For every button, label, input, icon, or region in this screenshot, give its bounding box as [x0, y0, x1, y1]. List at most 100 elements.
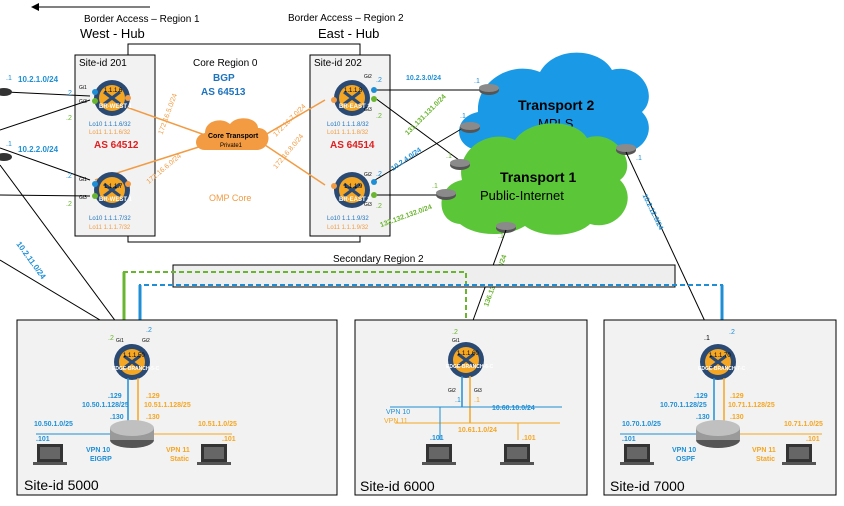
branch6-net11: 10.61.1.0/24 [458, 427, 497, 434]
pc-site7000-b[interactable] [782, 444, 816, 465]
host-ip: .101 [36, 436, 50, 443]
if-label: Gi1 [452, 338, 460, 344]
if-label: .2 [66, 115, 72, 122]
if-label: .1 [6, 75, 12, 82]
if-label: Gi3 [474, 388, 482, 394]
site5000-title: Site-id 5000 [24, 477, 99, 493]
br-west1-lo1: Lo11 1.1.1.6/32 [89, 130, 131, 136]
if-label: Gi1 [116, 338, 124, 344]
br-east1-lo0: Lo10 1.1.1.8/32 [327, 122, 369, 128]
host-ip: .101 [522, 435, 536, 442]
site201-title: Site-id 201 [79, 58, 127, 69]
region1-label: Border Access – Region 1 [84, 14, 200, 25]
pc-site6000-a[interactable] [422, 444, 456, 465]
br-east2-lo1: Lo11 1.1.1.9/32 [327, 225, 369, 231]
branch7-v11-net: 10.71.1.128/25 [728, 402, 775, 409]
link-w2 [0, 99, 91, 131]
core-router-site5000[interactable] [110, 420, 154, 448]
if-label: .2 [452, 329, 458, 336]
if-label: .130 [110, 414, 124, 421]
site201-as: AS 64512 [94, 140, 139, 151]
if-label: Gi2 [142, 338, 150, 344]
core-router-site7000[interactable] [696, 420, 740, 448]
if-label: .1 [6, 141, 12, 148]
branch7-lan10-net: 10.70.1.0/25 [622, 421, 661, 428]
branch6-ip: 1.1.1.60 [457, 351, 479, 357]
subnet-s7000: 10.2.12.0/24 [641, 193, 664, 231]
br-east2-lo0: Lo10 1.1.1.9/32 [327, 216, 369, 222]
branch6-name: EDGE-BRANCH-6-C [446, 364, 494, 370]
br-east1-lo1: Lo11 1.1.1.8/32 [327, 130, 369, 136]
edge-router-branch5[interactable] [114, 344, 150, 380]
edge-router-br-west2[interactable] [92, 172, 131, 208]
edge-router-br-west1[interactable] [92, 80, 131, 116]
core-transport-title: Core Transport [208, 133, 259, 140]
link-w5 [0, 164, 129, 339]
subnet-c3: 172.16.7.0/24 [272, 103, 307, 138]
if-label: .2 [729, 329, 735, 336]
subnet-c4: 172.16.8.0/24 [272, 133, 305, 170]
pc-site5000-a[interactable] [33, 444, 67, 465]
if-label: .1 [446, 153, 452, 160]
if-label: .129 [730, 393, 744, 400]
edge-router-br-east1[interactable] [331, 80, 377, 116]
link-7000 [625, 151, 717, 346]
subnet-c1: 172.16.5.0/24 [158, 93, 179, 136]
host-ip: .101 [806, 436, 820, 443]
vpn11-label: VPN 11 [752, 447, 776, 454]
core-bgp: BGP [213, 73, 235, 84]
core-transport-cloud [196, 118, 269, 150]
if-label: .130 [146, 414, 160, 421]
link-e2 [374, 97, 464, 164]
if-label: .2 [66, 201, 72, 208]
left-router-1 [0, 88, 12, 96]
branch5-lan11-net: 10.51.1.0/25 [198, 421, 237, 428]
if-label: .2 [66, 90, 72, 97]
core-region-title: Core Region 0 [193, 58, 258, 69]
link-w3 [0, 147, 91, 181]
if-label: .129 [146, 393, 160, 400]
secondary-region-label: Secondary Region 2 [333, 254, 424, 265]
protocol-label: EIGRP [90, 456, 112, 463]
core-link-3 [264, 99, 326, 136]
branch7-ip: 1.1.1.70 [709, 353, 731, 359]
core-link-4 [264, 144, 326, 186]
if-label: Gi2 [448, 388, 456, 394]
if-label: .130 [730, 414, 744, 421]
provider-router-mpls-2 [460, 122, 480, 133]
if-label: .1 [704, 335, 710, 342]
if-label: Gi2 [364, 172, 372, 178]
pc-site7000-a[interactable] [620, 444, 654, 465]
transport1-title: Transport 1 [500, 169, 576, 185]
edge-router-branch6[interactable] [448, 342, 484, 378]
vpn11-label: VPN 11 [166, 447, 190, 454]
branch5-v11-net: 10.51.1.128/25 [144, 402, 191, 409]
left-router-2 [0, 153, 12, 161]
if-label: .2 [66, 173, 72, 180]
transport1-cloud [441, 123, 628, 235]
branch6-vpn11: VPN 11 [384, 418, 408, 425]
edge-router-br-east2[interactable] [331, 172, 377, 208]
secondary-region-box [172, 264, 676, 288]
host-ip: .101 [622, 436, 636, 443]
site7000-title: Site-id 7000 [610, 478, 685, 494]
branch5-name: EDGE-BRANCH-5-C [112, 366, 160, 372]
subnet-w3: 10.2.11.0/24 [14, 240, 47, 281]
link-e3 [374, 127, 464, 181]
pc-site5000-b[interactable] [197, 444, 231, 465]
branch5-lan10-net: 10.50.1.0/25 [34, 421, 73, 428]
vpn10-label: VPN 10 [86, 447, 110, 454]
pc-site6000-b[interactable] [500, 444, 534, 465]
site202-as: AS 64514 [330, 140, 375, 151]
provider-router-mpls-1 [479, 84, 499, 95]
br-west2-lo0: Lo10 1.1.1.7/32 [89, 216, 131, 222]
subnet-w2: 10.2.2.0/24 [18, 145, 59, 154]
edge-router-branch7[interactable] [700, 344, 736, 380]
subnet-e1: 10.2.3.0/24 [406, 75, 441, 82]
if-label: .1 [432, 183, 438, 190]
provider-router-inet-2 [436, 189, 456, 200]
br-west2-name: BR-WEST 1 [99, 197, 133, 203]
vpn10-label: VPN 10 [672, 447, 696, 454]
